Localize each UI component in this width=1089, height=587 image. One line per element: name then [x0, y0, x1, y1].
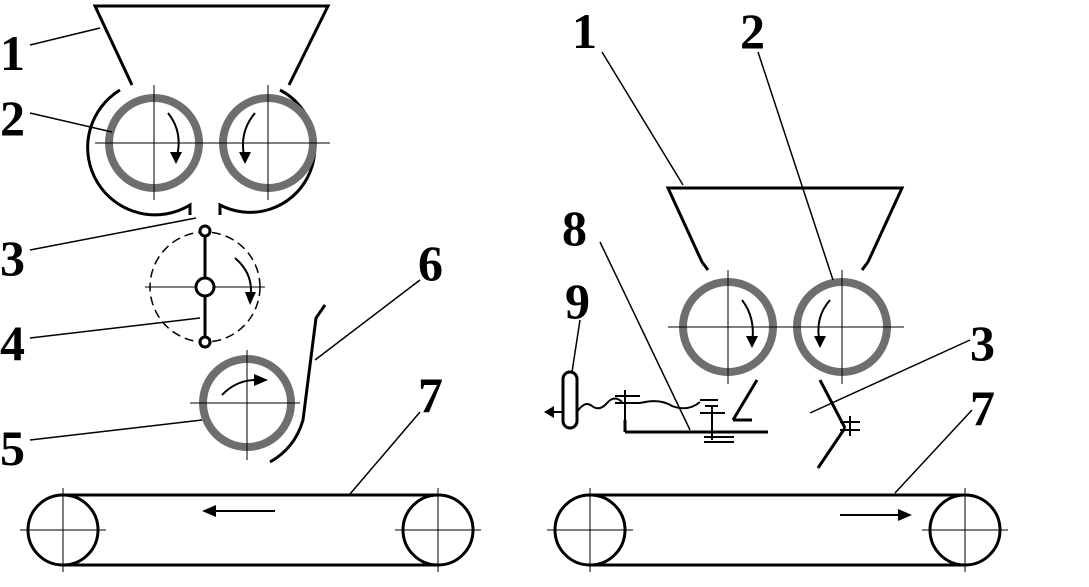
label-right-1: 1: [572, 3, 597, 59]
label-left-6: 6: [418, 235, 443, 291]
left-roller-a: [95, 85, 215, 200]
left-schematic: [20, 4, 481, 572]
right-handle: [544, 370, 701, 430]
right-lever-mechanism: [623, 379, 768, 443]
left-leader-lines: [29, 27, 421, 495]
label-right-8: 8: [562, 200, 587, 256]
left-beater: [145, 224, 265, 349]
right-scraper: [816, 379, 860, 469]
label-left-7: 7: [418, 367, 443, 423]
label-left-5: 5: [0, 420, 25, 476]
label-right-2: 2: [740, 3, 765, 59]
left-deflector: [269, 304, 327, 464]
label-left-4: 4: [0, 315, 25, 371]
right-labels: 1 2 3 7 8 9: [562, 3, 995, 436]
label-right-9: 9: [565, 273, 590, 329]
left-hopper: [92, 4, 331, 86]
label-right-3: 3: [970, 315, 995, 371]
left-roller-b: [208, 85, 330, 200]
right-roller-b: [782, 270, 904, 384]
right-leader-lines: [571, 51, 973, 494]
left-labels: 1 2 3 4 5 6 7: [0, 25, 443, 476]
left-lower-roller: [190, 350, 300, 460]
right-hopper: [665, 186, 905, 271]
label-left-3: 3: [0, 230, 25, 286]
label-left-2: 2: [0, 90, 25, 146]
label-left-1: 1: [0, 25, 25, 81]
right-conveyor: [547, 488, 1008, 572]
label-right-7: 7: [970, 380, 995, 436]
right-schematic: [544, 51, 1008, 572]
left-conveyor: [20, 488, 481, 572]
right-roller-a: [668, 270, 790, 384]
